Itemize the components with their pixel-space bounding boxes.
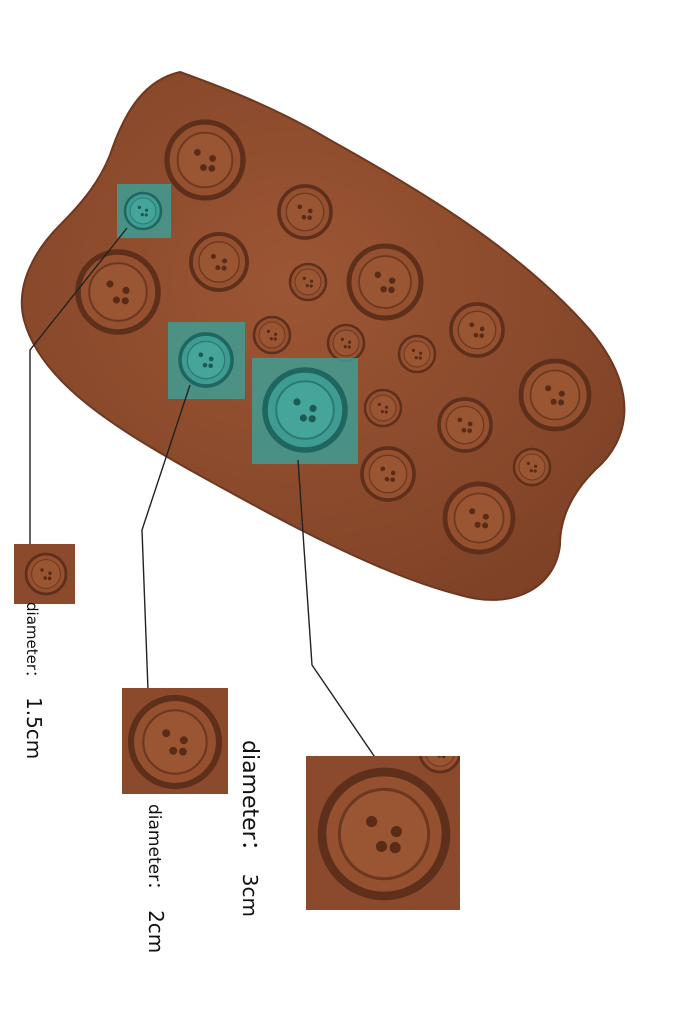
mold-button	[326, 323, 366, 363]
diameter-value: 3cm	[238, 873, 262, 917]
mold-button	[189, 232, 249, 292]
mold-button	[24, 552, 68, 596]
mold-button	[75, 249, 161, 335]
diameter-label-small: diameter： 1.5cm	[22, 602, 46, 759]
mold-button	[363, 388, 403, 428]
mold-button	[277, 184, 333, 240]
mold-button	[418, 756, 460, 774]
connector-line-small	[29, 227, 128, 546]
mold-button	[178, 332, 234, 388]
diameter-value: 2cm	[144, 910, 168, 954]
zoom-box-medium	[122, 688, 228, 794]
mold-button	[397, 334, 437, 374]
diameter-label-medium: diameter： 2cm	[144, 804, 169, 953]
mold-button	[127, 694, 223, 790]
mold-button	[346, 243, 424, 321]
diameter-prefix: diameter：	[144, 804, 164, 899]
mold-button	[317, 767, 451, 901]
mold-button	[437, 397, 493, 453]
diameter-label-large: diameter： 3cm	[236, 740, 268, 917]
mold-button	[164, 119, 246, 201]
diameter-prefix: diameter：	[23, 602, 41, 685]
connector-line-large	[297, 459, 386, 773]
diameter-value: 1.5cm	[22, 697, 46, 760]
mold-tray	[20, 70, 626, 601]
zoom-box-large	[306, 756, 460, 910]
zoom-box-small	[14, 544, 75, 604]
mold-button	[449, 302, 505, 358]
mold-button	[442, 481, 516, 555]
mold-button	[512, 447, 552, 487]
connector-line-medium	[141, 384, 191, 691]
mold-button	[518, 358, 592, 432]
mold-button	[262, 367, 348, 453]
diameter-prefix: diameter：	[237, 740, 262, 862]
mold-button	[252, 315, 292, 355]
mold-button	[123, 191, 163, 231]
mold-button	[360, 446, 416, 502]
mold-button	[288, 262, 328, 302]
